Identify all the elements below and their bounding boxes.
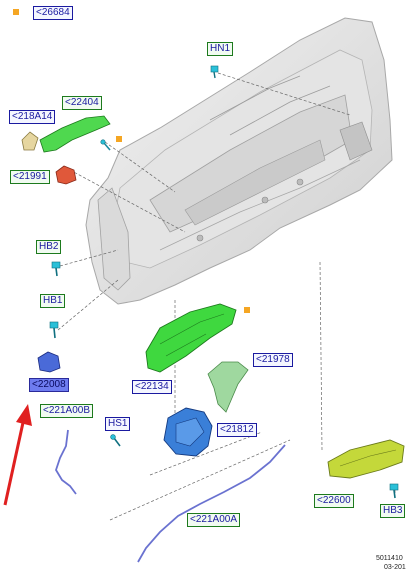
drawing-date: 03-201 (384, 564, 406, 571)
callout-22134[interactable]: <22134 (132, 380, 172, 394)
part-hs1[interactable] (110, 434, 121, 447)
callout-hb1[interactable]: HB1 (40, 294, 66, 308)
part-22008[interactable] (37, 351, 61, 373)
callout-hs1[interactable]: HS1 (105, 417, 131, 431)
part-221a00a[interactable] (137, 444, 286, 563)
leader-lines (57, 72, 396, 521)
warning-marker-icon (13, 9, 19, 15)
part-221a00b[interactable] (55, 429, 77, 495)
callout-21978[interactable]: <21978 (253, 353, 293, 367)
part-22600[interactable] (327, 439, 405, 479)
callout-22008[interactable]: <22008 (29, 378, 69, 392)
part-hb1[interactable] (49, 321, 59, 339)
callout-22600[interactable]: <22600 (314, 494, 354, 508)
callout-221a00a[interactable]: <221A00A (187, 513, 240, 527)
door-panel (85, 17, 393, 305)
pointer-arrow-icon (3, 404, 32, 506)
callout-221a00b[interactable]: <221A00B (40, 404, 93, 418)
callout-hn1[interactable]: HN1 (207, 42, 234, 56)
callout-22404[interactable]: <22404 (62, 96, 102, 110)
callout-218a14[interactable]: <218A14 (9, 110, 56, 124)
screw-22404 (100, 139, 111, 151)
part-21991[interactable] (55, 165, 77, 185)
part-22404[interactable] (39, 115, 111, 153)
warning-marker-icon (244, 307, 250, 313)
warning-marker-icon (116, 136, 122, 142)
part-hn1[interactable] (210, 65, 219, 79)
callout-hb2[interactable]: HB2 (36, 240, 62, 254)
part-218a14[interactable] (21, 131, 39, 151)
drawing-code: 5011410 (376, 555, 403, 562)
part-22134[interactable] (145, 303, 237, 373)
callout-21991[interactable]: <21991 (10, 170, 50, 184)
part-21978[interactable] (207, 361, 249, 413)
callout-26684[interactable]: <26684 (33, 6, 73, 20)
part-hb3[interactable] (389, 483, 399, 499)
callout-21812[interactable]: <21812 (217, 423, 257, 437)
part-hb2[interactable] (51, 261, 61, 277)
callout-hb3[interactable]: HB3 (380, 504, 406, 518)
